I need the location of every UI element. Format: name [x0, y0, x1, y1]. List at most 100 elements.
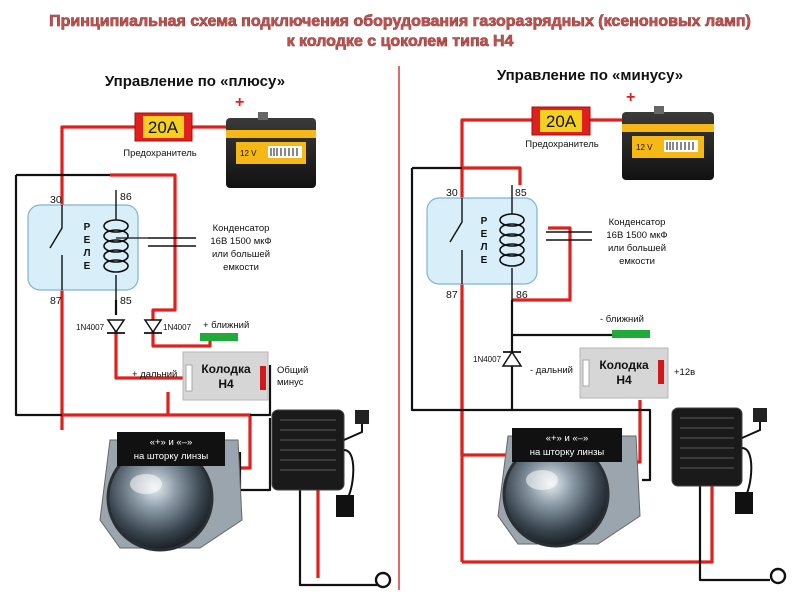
left-relay-letter-2: Е [84, 235, 91, 246]
title-line-2: к колодке с цоколем типа Н4 [287, 33, 514, 50]
right-connector-label-2: Н4 [616, 373, 632, 387]
left-battery-icon: + [226, 94, 316, 188]
left-wire-ground-loop [14, 175, 62, 417]
left-pin-86: 86 [120, 191, 132, 203]
right-relay [426, 197, 538, 285]
right-near-beam-pin [612, 330, 650, 338]
right-battery-icon: + [622, 89, 714, 180]
right-wire-ballast-pos [462, 485, 714, 564]
right-connector-label-1: Колодка [599, 358, 649, 372]
left-wire-common-minus [250, 365, 272, 417]
left-common-label-2: минус [277, 377, 304, 388]
right-ballast-icon [671, 407, 767, 514]
right-pin-85: 85 [515, 187, 527, 199]
left-ballast-icon [271, 409, 369, 517]
left-heading: Управление по «плюсу» [105, 73, 285, 90]
left-near-beam-pin [200, 333, 238, 341]
right-shutter-label-2: на шторку линзы [530, 447, 605, 458]
right-connector-pin-red [658, 360, 664, 384]
right-capacitor-label-2: 16В 1500 мкФ [606, 230, 667, 241]
right-pin-86: 86 [516, 289, 528, 301]
right-relay-letter-2: Е [481, 229, 488, 240]
left-fuse-label: Предохранитель [123, 148, 197, 159]
left-battery-voltage: 12 V [240, 149, 257, 158]
left-shutter-label-2: на шторку линзы [134, 451, 209, 462]
right-fuse-value: 20A [546, 112, 577, 131]
right-fuse-label: Предохранитель [525, 139, 599, 150]
left-near-beam-label: + ближний [203, 320, 249, 331]
right-ground-terminal-icon [769, 567, 787, 585]
right-capacitor-label-3: или большей [608, 243, 666, 254]
left-wire-main-positive [60, 125, 135, 430]
right-panel: Управление по «минусу» 20A Предохранител… [410, 67, 787, 585]
left-relay-letter-4: Е [84, 261, 91, 272]
right-wire-ballast-neg [698, 485, 770, 582]
right-capacitor-icon [546, 231, 592, 241]
right-wire-relay-out [460, 300, 512, 457]
right-capacitor-label-1: Конденсатор [609, 217, 666, 228]
left-capacitor-label-3: или большей [212, 249, 270, 260]
right-shutter-box [512, 428, 622, 462]
left-shutter-box [117, 432, 225, 466]
right-relay-letter-1: Р [481, 216, 488, 227]
left-wire-near-beam [151, 330, 212, 348]
left-connector-h4 [182, 351, 269, 401]
right-wire-near-beam [510, 300, 612, 337]
left-panel: Управление по «плюсу» 20A Предохранитель [14, 73, 392, 589]
left-capacitor-label-1: Конденсатор [213, 223, 270, 234]
right-shutter-label-1: «+» и «–» [546, 433, 589, 444]
right-wire-coil-feed [462, 166, 522, 185]
left-wire-ballast-neg [298, 488, 380, 587]
right-pin-30: 30 [446, 187, 458, 199]
right-wire-capacitor [512, 226, 572, 302]
left-xenon-lens-icon [99, 439, 243, 552]
left-pin-85: 85 [120, 295, 132, 307]
right-connector-h4 [579, 347, 669, 399]
right-relay-letter-3: Л [480, 242, 487, 253]
right-plus12-label: +12в [674, 367, 695, 378]
left-wire-relay-out [62, 392, 170, 417]
right-relay-switch-icon [449, 198, 463, 284]
left-shutter-label-1: «+» и «–» [150, 437, 193, 448]
right-battery-voltage: 12 V [636, 143, 653, 152]
left-connector-label-1: Колодка [201, 362, 251, 376]
right-diode-label: 1N4007 [473, 355, 502, 364]
left-wire-shutter-neg [238, 418, 272, 492]
right-heading: Управление по «минусу» [497, 67, 683, 84]
left-capacitor-icon [116, 237, 196, 247]
left-fuse-value: 20A [148, 118, 179, 137]
left-wire-coil-feed [110, 173, 177, 330]
left-connector-label-2: Н4 [218, 377, 234, 391]
left-relay-letter-1: Р [84, 222, 91, 233]
right-fuse-body [540, 110, 582, 132]
left-diode-1-label: 1N4007 [76, 323, 105, 332]
right-near-beam-label: - ближний [600, 314, 644, 325]
right-wire-high-beam [462, 380, 514, 412]
left-diode-2-icon [143, 319, 163, 334]
left-connector-pin-white [185, 364, 193, 392]
left-capacitor-label-4: емкости [223, 262, 259, 273]
right-wire-ground-loop [410, 168, 462, 412]
right-capacitor-label-4: емкости [619, 256, 655, 267]
left-diode-2-label: 1N4007 [163, 323, 192, 332]
left-relay-switch-icon [49, 205, 63, 290]
left-ground-terminal-icon [374, 571, 392, 589]
left-relay-coil-icon [103, 219, 129, 273]
title-line-1: Принципиальная схема подключения оборудо… [49, 13, 751, 30]
left-common-label-1: Общий [277, 365, 308, 376]
left-capacitor-label-2: 16В 1500 мкФ [210, 236, 271, 247]
left-relay [27, 204, 139, 291]
right-high-beam-label: - дальний [530, 365, 573, 376]
left-high-beam-label: + дальний [132, 369, 177, 380]
right-relay-coil-icon [499, 213, 525, 267]
svg-text:+: + [235, 94, 244, 111]
left-pin-30: 30 [50, 194, 62, 206]
left-diode-1-icon [106, 319, 126, 334]
right-wire-shutter-neg [512, 408, 652, 482]
left-relay-letter-3: Л [83, 248, 90, 259]
left-wire-high-beam [114, 330, 185, 380]
right-pin-87: 87 [446, 289, 458, 301]
right-relay-letter-4: Е [481, 255, 488, 266]
right-connector-pin-white [582, 359, 590, 387]
